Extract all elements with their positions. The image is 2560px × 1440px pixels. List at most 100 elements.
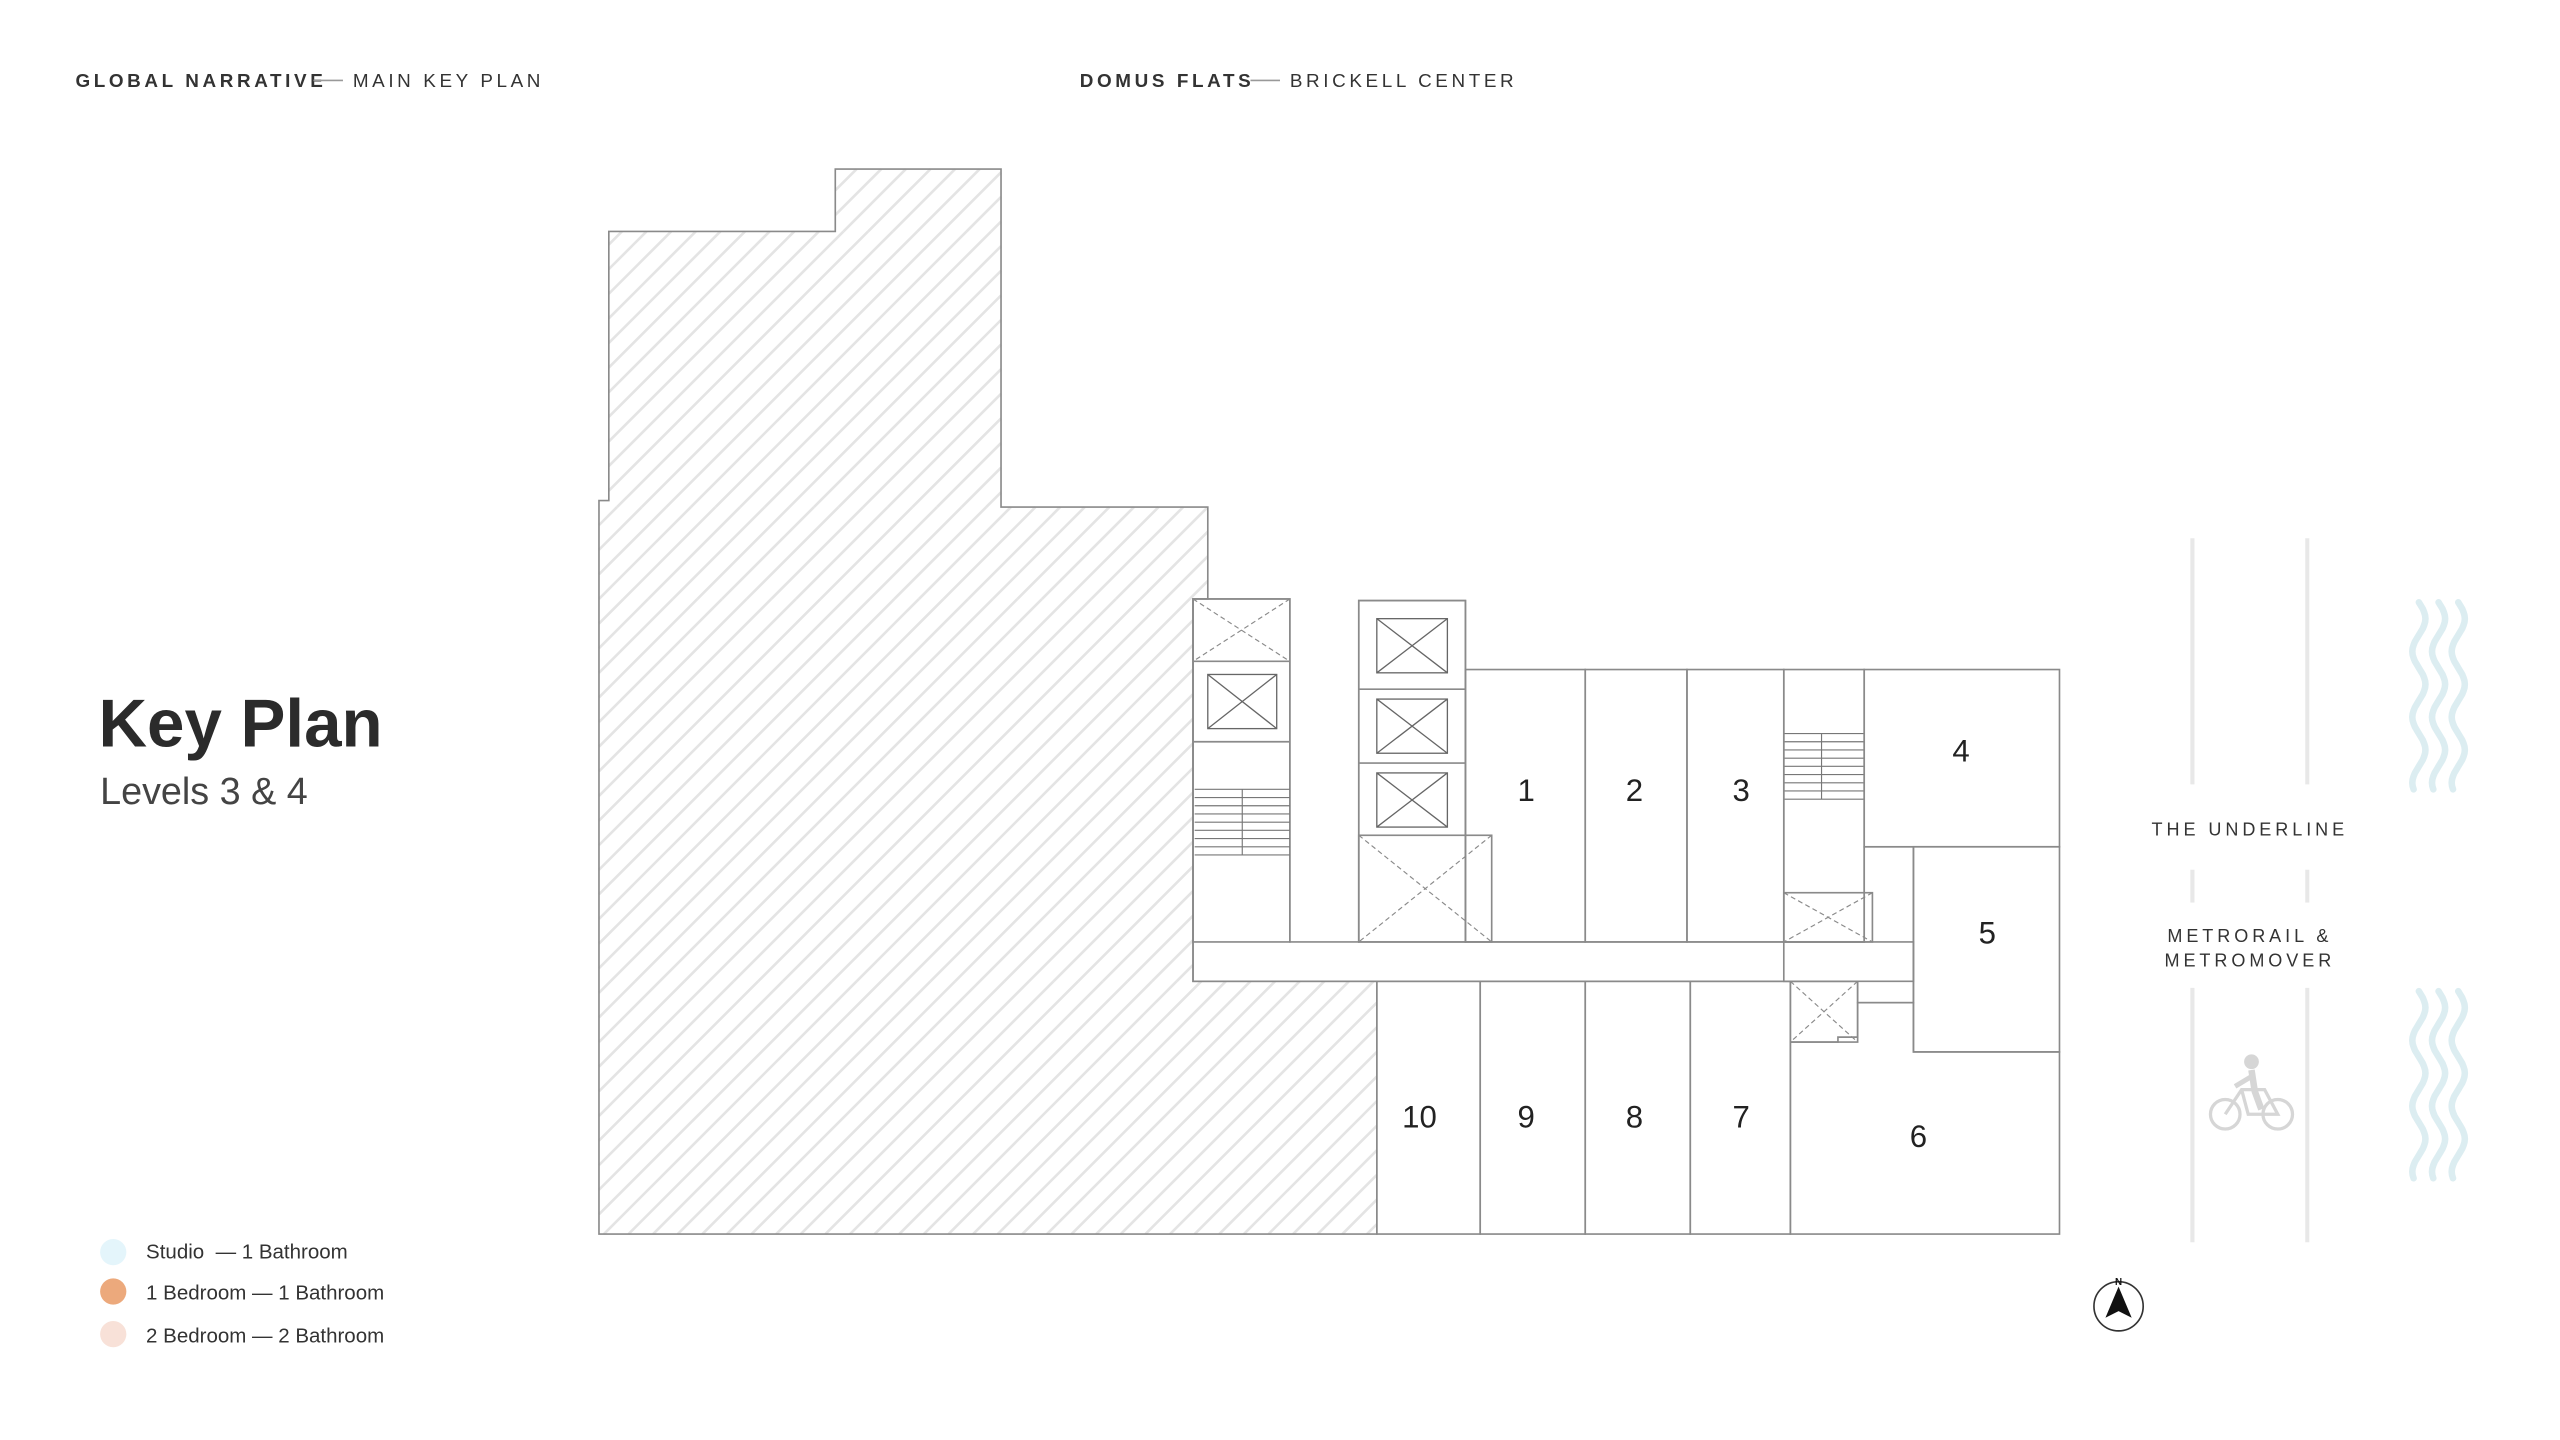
hatch-line	[837, 343, 1002, 509]
hatch-line	[1052, 840, 1194, 983]
hatch-line	[598, 598, 650, 650]
hatch-line	[598, 980, 637, 1019]
hatch-line	[598, 598, 748, 748]
hatch-line	[1046, 980, 1301, 1235]
hatch-line	[844, 506, 938, 600]
unit-label: 3	[1732, 773, 1749, 808]
metro-label-line1: METRORAIL &	[2167, 926, 2332, 946]
hatch-line	[880, 668, 1194, 983]
hatch-line	[978, 767, 1194, 983]
hatch-line	[834, 168, 858, 192]
unit-7[interactable]: 7	[1689, 980, 1792, 1235]
unit-4[interactable]: 4	[1863, 668, 2061, 848]
hatch-line	[683, 598, 1068, 983]
unit-label: 2	[1626, 773, 1643, 808]
legend-label: 1 Bedroom — 1 Bathroom	[146, 1282, 384, 1305]
hatch-line	[911, 417, 1002, 509]
hatch-line	[960, 466, 1002, 509]
hatch-line	[609, 598, 994, 983]
hatch-line	[1126, 914, 1194, 983]
hatch-line	[794, 506, 889, 600]
hatch-line	[965, 195, 1002, 233]
hatch-line	[1065, 506, 1160, 600]
header-left-light: MAIN KEY PLAN	[353, 70, 544, 91]
unit-1[interactable]: 1	[1464, 668, 1587, 943]
hatch-line	[1144, 1001, 1378, 1235]
hatch-line	[1316, 1174, 1378, 1235]
hatch-line	[1164, 555, 1209, 600]
hatch-line	[607, 230, 623, 246]
hatch-line	[806, 598, 1191, 983]
wave-line	[2428, 598, 2449, 793]
hatch-line	[972, 980, 1227, 1235]
hatch-line	[598, 598, 674, 674]
hatch-line	[947, 980, 1203, 1235]
hatch-line	[788, 294, 1002, 509]
wave-line	[2428, 987, 2449, 1182]
wave-line	[2409, 987, 2429, 1182]
header-center-bold: DOMUS FLATS	[1080, 70, 1255, 91]
bicycle-icon	[2208, 1054, 2295, 1131]
hatch-line	[647, 506, 742, 600]
hatch-line	[862, 368, 1002, 509]
hatch-line	[1139, 530, 1209, 600]
hatch-line	[941, 171, 1002, 233]
hatch-line	[985, 491, 1002, 509]
hatch-line	[616, 230, 894, 509]
elevator-icon	[1376, 618, 1449, 674]
unit-2[interactable]: 2	[1584, 668, 1688, 943]
legend-swatch-1br	[100, 1278, 127, 1305]
hatch-line	[898, 980, 1153, 1235]
hatch-line	[652, 980, 907, 1235]
hatch-line	[775, 980, 1030, 1235]
hatch-line	[701, 980, 957, 1235]
unit-8[interactable]: 8	[1584, 980, 1692, 1235]
hatch-line	[954, 742, 1194, 983]
hatch-line	[1169, 1026, 1378, 1235]
hatch-line	[1027, 816, 1194, 983]
hatch-line	[607, 230, 845, 467]
hatch-line	[1070, 980, 1326, 1235]
hatch-line	[1077, 865, 1194, 983]
hatch-line	[942, 506, 1037, 600]
hatch-line	[607, 230, 673, 295]
unit-5[interactable]: 5	[1912, 845, 2061, 1053]
unit-9[interactable]: 9	[1479, 980, 1587, 1235]
hatch-line	[967, 506, 1062, 600]
hatch-line	[598, 980, 833, 1216]
hatch-line	[607, 230, 771, 394]
hatch-line	[598, 598, 625, 625]
unit-label: 8	[1626, 1099, 1643, 1134]
hatch-line	[707, 598, 1093, 983]
shaft-icon	[1789, 980, 1859, 1043]
hatch-line	[658, 598, 1043, 983]
hatch-line	[598, 980, 784, 1167]
unit-3[interactable]: 3	[1686, 668, 1785, 943]
stairs-icon	[1194, 788, 1290, 856]
street-lines	[2190, 538, 2310, 1243]
hatch-line	[1341, 1198, 1378, 1235]
legend-swatch-studio	[100, 1238, 127, 1266]
hatch-line	[598, 598, 723, 723]
hatch-line	[671, 506, 766, 600]
hatch-line	[886, 392, 1002, 509]
hatch-line	[873, 980, 1129, 1235]
hatch-line	[1175, 963, 1194, 983]
hatch-line	[607, 230, 746, 369]
hatch-line	[922, 980, 1178, 1235]
hatch-line	[745, 506, 840, 600]
hatch-line	[1114, 506, 1209, 600]
legend-label: Studio — 1 Bathroom	[146, 1241, 348, 1264]
hatch-line	[634, 598, 1019, 983]
water-waves-icon	[2409, 598, 2469, 793]
unit-10[interactable]: 10	[1376, 980, 1482, 1235]
hatch-line	[1193, 1050, 1378, 1235]
hatch-line	[598, 598, 896, 896]
hatch-line	[799, 980, 1055, 1235]
elevator-icon	[1376, 772, 1449, 828]
hatch-line	[842, 168, 907, 233]
unit-6[interactable]: 6	[1789, 1001, 2061, 1235]
wave-line	[2448, 987, 2469, 1182]
hatch-line	[991, 506, 1086, 600]
